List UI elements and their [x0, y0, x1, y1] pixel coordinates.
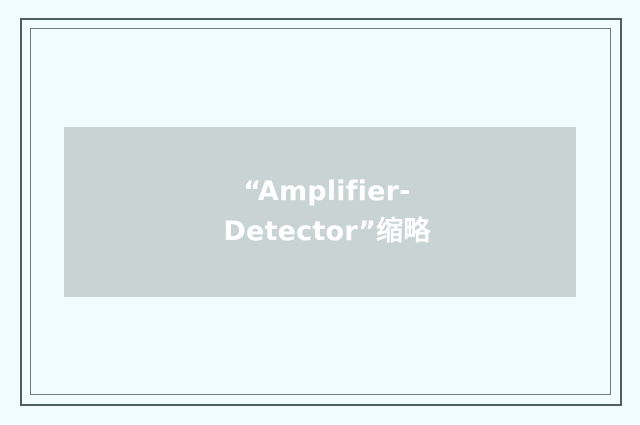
placeholder-caption-text: “Amplifier- Detector”缩略: [223, 176, 431, 247]
image-placeholder-block: “Amplifier- Detector”缩略: [64, 127, 576, 297]
inner-frame-border: [30, 28, 611, 395]
outer-frame-border: [20, 18, 622, 406]
